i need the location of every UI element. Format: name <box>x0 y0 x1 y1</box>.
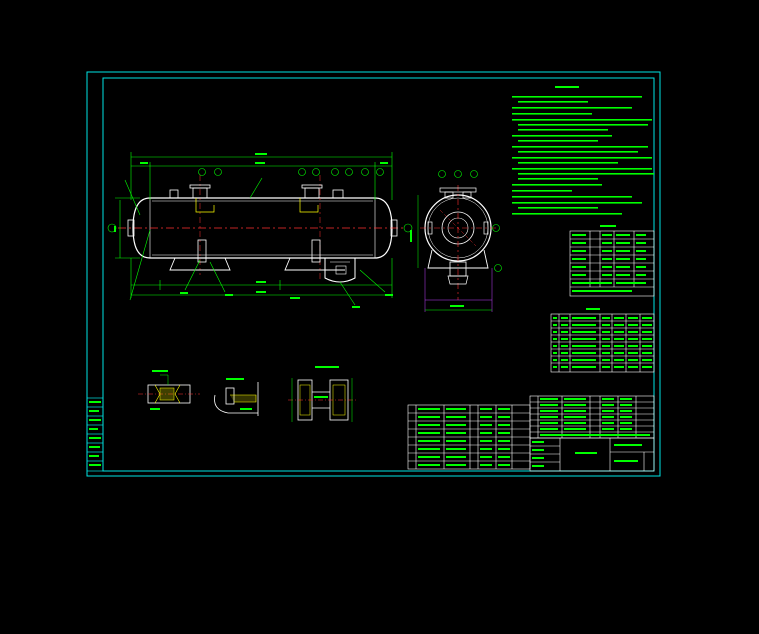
nozzle-table <box>550 313 655 373</box>
bom-text <box>418 408 510 466</box>
end-view-balloons <box>438 170 502 272</box>
detail-view-3 <box>288 366 358 422</box>
parts-list-text <box>540 398 650 436</box>
design-data-table <box>569 230 655 297</box>
vessel-dimensions <box>115 152 393 306</box>
vessel-side-view <box>118 175 405 283</box>
end-view-text <box>410 230 464 307</box>
title-block-text <box>532 441 642 467</box>
technical-notes <box>512 86 654 215</box>
vessel-end-view <box>417 185 496 312</box>
detail-view-1 <box>138 370 200 410</box>
title-block <box>529 437 655 472</box>
detail-view-2 <box>214 378 259 416</box>
left-strip-text <box>89 401 101 466</box>
design-data-text <box>572 225 646 292</box>
left-revision-strip <box>86 397 104 472</box>
vessel-dim-text <box>114 153 393 308</box>
nozzle-table-text <box>553 308 652 368</box>
